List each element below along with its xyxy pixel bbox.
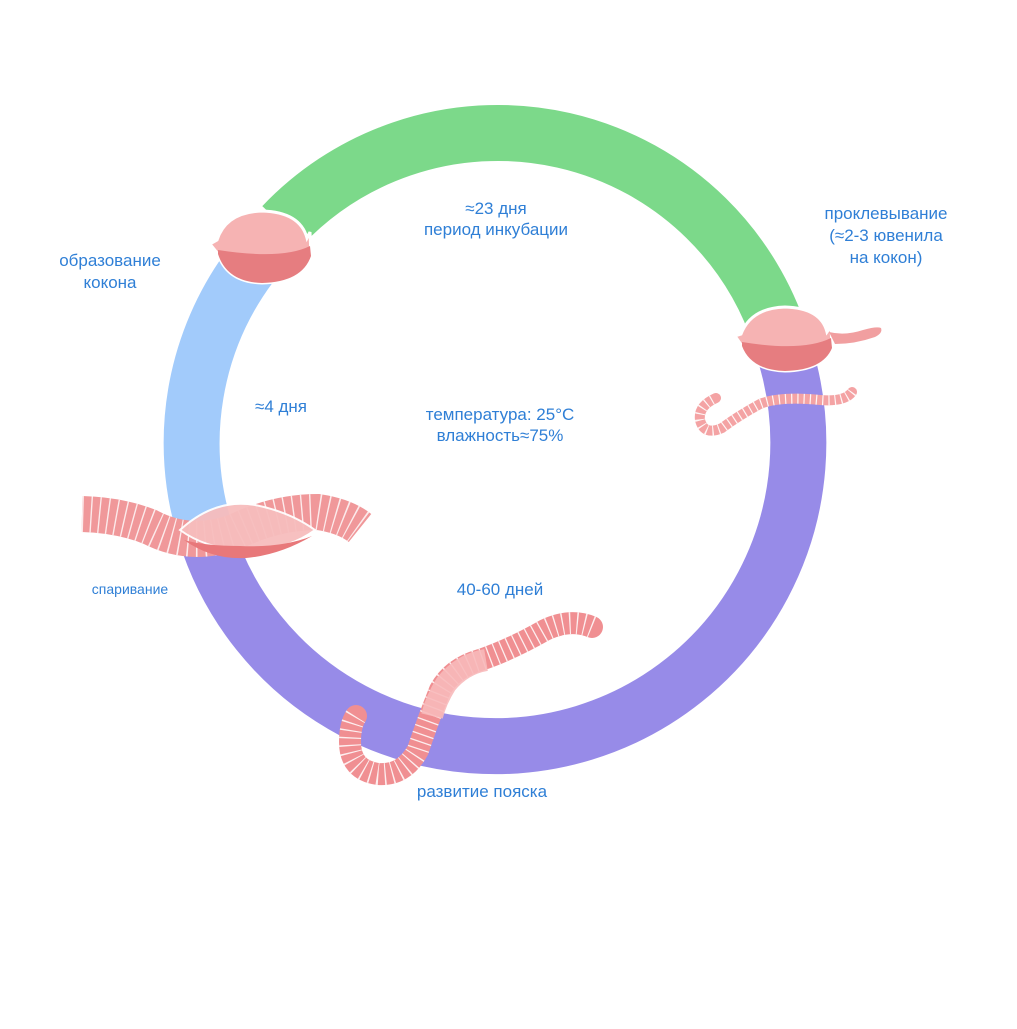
incubation-arc: [262, 104, 808, 347]
mating-label: спаривание: [91, 581, 169, 597]
development-duration-label: 40-60 дней: [456, 580, 544, 599]
adult-worm-icon: [338, 612, 603, 786]
temperature-text: температура: 25°C: [425, 405, 575, 424]
development-arc: [178, 345, 827, 775]
cocoon-arc: [163, 248, 274, 541]
clitellum-label: развитие пояска: [416, 782, 548, 801]
hatching-cocoon-icon: [732, 305, 882, 373]
conditions-label: температура: 25°C влажность≈75%: [390, 404, 610, 447]
humidity-text: влажность≈75%: [436, 426, 564, 446]
cocoon-formation-label: образование кокона: [59, 251, 161, 293]
juvenile-worm-icon: [694, 387, 857, 436]
incubation-duration: ≈23 дня: [465, 199, 527, 218]
hatching-label: проклевывание (≈2-3 ювенила на кокон): [824, 204, 948, 268]
incubation-title: период инкубации: [423, 220, 569, 240]
mating-worms-icon: [81, 493, 372, 559]
cocoon-icon: [207, 209, 313, 285]
cocoon-duration-label: ≈4 дня: [254, 397, 308, 416]
incubation-label: ≈23 дня период инкубации: [396, 198, 596, 241]
